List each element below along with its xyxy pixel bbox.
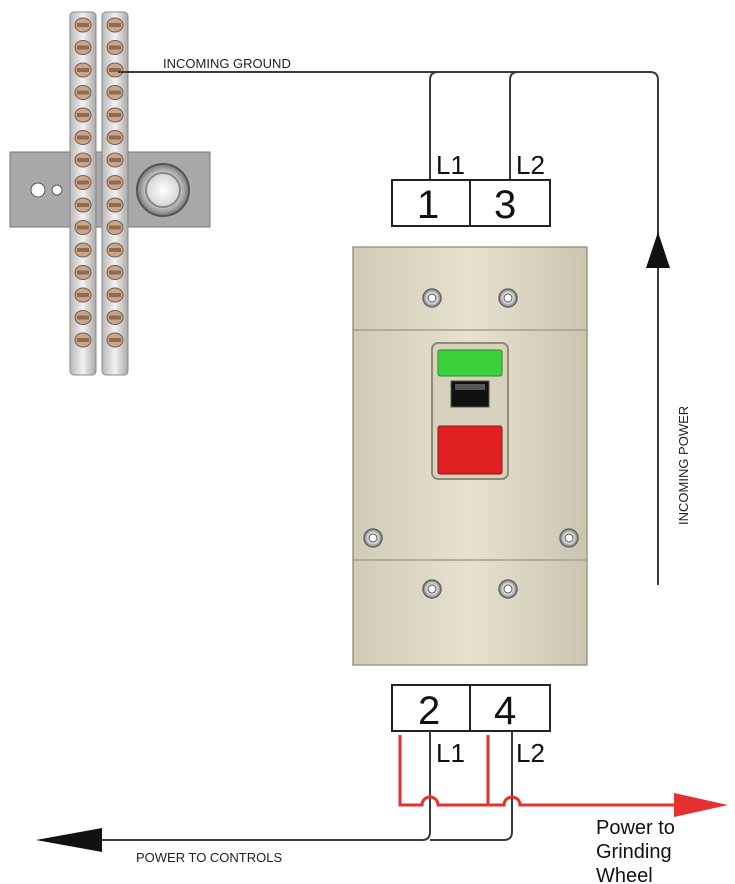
terminal-number-3: 3 [494, 183, 516, 227]
ground-bar-studs [74, 17, 124, 348]
incoming-power-label: INCOMING POWER [676, 406, 691, 525]
ground-stud-slot [77, 113, 89, 117]
ground-stud-slot [77, 338, 89, 342]
ground-stud-slot [77, 135, 89, 140]
ground-stud-slot [77, 90, 89, 95]
power-to-wheel-line-3: Wheel [596, 865, 653, 884]
ground-stud-slot [77, 158, 89, 162]
incoming-ground-wire [118, 71, 659, 585]
ground-stud-slot [109, 203, 121, 207]
terminal-number-1: 1 [417, 183, 439, 227]
terminal-1 [391, 179, 471, 227]
ground-stud-slot [109, 23, 121, 27]
bottom-terminal-block: 2 4 L1 L2 [391, 684, 551, 768]
terminal-4 [469, 684, 551, 732]
ground-stud-slot [77, 315, 89, 320]
incoming-ground-label: INCOMING GROUND [163, 56, 291, 71]
ground-stud-slot [109, 45, 121, 50]
ground-stud-slot [109, 338, 121, 342]
ground-stud-slot [77, 270, 89, 275]
output-wires [398, 735, 680, 807]
incoming-wires [118, 71, 659, 585]
power-to-controls-label: POWER TO CONTROLS [136, 850, 282, 865]
arrow-right-icon [674, 793, 728, 817]
power-to-wheel-line-1: Power to [596, 817, 675, 839]
terminal-number-4: 4 [494, 689, 516, 733]
stop-button[interactable] [437, 425, 503, 475]
power-to-wheel-line-2: Grinding [596, 841, 672, 863]
output-wire-l2 [486, 735, 680, 807]
top-terminal-block: 1 3 L1 L2 [391, 150, 551, 227]
motor-starter-switch [352, 246, 588, 666]
wire-to-l2 [509, 71, 519, 180]
ground-stud-slot [109, 293, 121, 297]
power-to-wheel-label: Power to Grinding Wheel [596, 817, 681, 884]
ground-stud-slot [109, 135, 121, 140]
ground-stud-slot [77, 203, 89, 207]
ground-stud-slot [109, 270, 121, 275]
status-indicator-window [455, 384, 485, 390]
ground-stud-slot [77, 248, 89, 252]
ground-stud-slot [109, 248, 121, 252]
ground-stud-slot [109, 68, 121, 72]
ground-stud-slot [77, 293, 89, 297]
terminal-label-l1-bottom: L1 [436, 738, 465, 768]
ground-stud-slot [77, 45, 89, 50]
terminal-label-l1-top: L1 [436, 150, 465, 180]
switch-screw-holes [368, 293, 574, 594]
ground-bar-assembly [9, 11, 211, 376]
ground-stud-slot [77, 225, 89, 230]
ground-stud-slot [109, 315, 121, 320]
bracket-lug [136, 163, 190, 217]
ground-stud-slot [109, 158, 121, 162]
terminal-3 [469, 179, 551, 227]
wire-to-l1 [429, 71, 439, 180]
terminal-label-l2-top: L2 [516, 150, 545, 180]
control-wires [100, 731, 513, 841]
control-wire-l1 [100, 731, 431, 841]
start-button[interactable] [437, 349, 503, 377]
ground-stud-slot [77, 180, 89, 185]
ground-bar-left [69, 11, 97, 376]
bracket-lug-inner [145, 172, 181, 208]
terminal-number-2: 2 [418, 689, 440, 733]
arrow-up-icon [646, 232, 670, 268]
ground-stud-slot [109, 90, 121, 95]
output-wire-l1 [398, 735, 488, 807]
control-wire-l2 [430, 731, 513, 841]
ground-bar-right [101, 11, 129, 376]
arrow-left-icon [36, 828, 102, 852]
bracket-hole [51, 184, 63, 196]
ground-stud-slot [109, 180, 121, 185]
ground-stud-slot [109, 225, 121, 230]
ground-stud-slot [77, 23, 89, 27]
terminal-label-l2-bottom: L2 [516, 738, 545, 768]
ground-stud-slot [77, 68, 89, 72]
bracket-hole [30, 182, 46, 198]
ground-stud-slot [109, 113, 121, 117]
